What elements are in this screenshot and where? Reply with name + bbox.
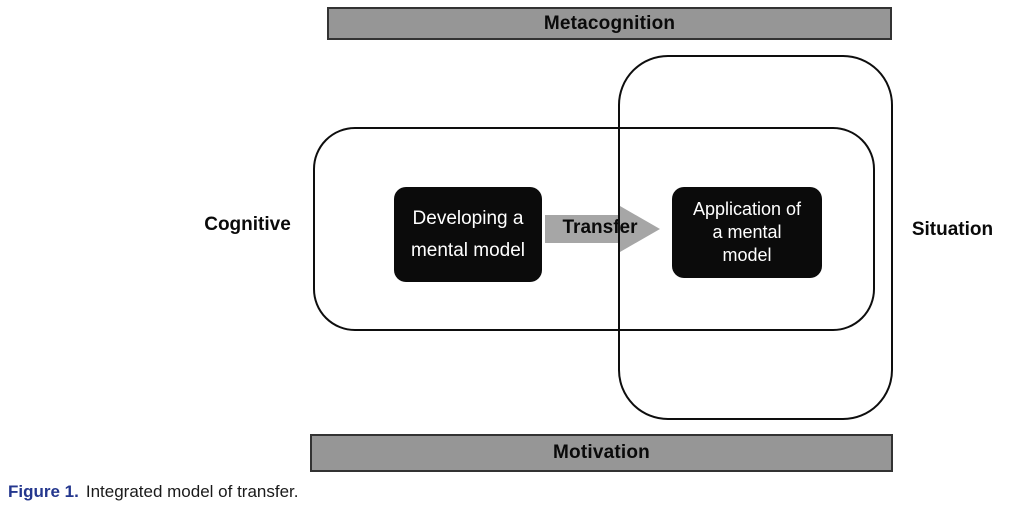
figure-caption: Figure 1. Integrated model of transfer.: [8, 482, 298, 502]
metacognition-bar-label: Metacognition: [543, 12, 676, 34]
situation-region-label: Situation: [911, 219, 994, 240]
transfer-arrow-label: Transfer: [562, 217, 638, 238]
figure-caption-label: Figure 1.: [8, 482, 79, 501]
developing-mental-model-label: Developing a mental model: [410, 207, 526, 261]
application-mental-model-label: Application of a mental model: [692, 199, 802, 265]
developing-mental-model-box: Developing a mental model: [394, 187, 542, 282]
application-mental-model-box: Application of a mental model: [672, 187, 822, 278]
transfer-arrow-icon: [545, 206, 660, 252]
metacognition-bar: Metacognition: [327, 7, 892, 40]
motivation-bar: Motivation: [310, 434, 893, 472]
figure-caption-text: Integrated model of transfer.: [85, 482, 299, 501]
motivation-bar-label: Motivation: [553, 442, 650, 463]
cognitive-region-label: Cognitive: [204, 214, 291, 235]
